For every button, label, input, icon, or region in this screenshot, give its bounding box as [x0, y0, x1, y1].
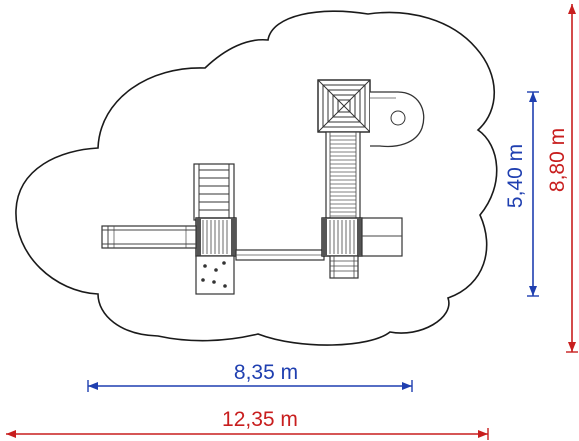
ramp-rungs: [330, 135, 356, 217]
right-tower-platform: [321, 217, 363, 257]
inner-height-label: 5,40 m: [504, 144, 527, 208]
side-panel: [361, 217, 403, 257]
climbing-wall: [195, 255, 235, 295]
right-steps: [329, 255, 359, 279]
outer-width-dimension: 12,35 m: [6, 408, 489, 440]
connecting-bridge: [235, 249, 325, 261]
outer-width-label: 12,35 m: [222, 408, 298, 431]
inner-width-dimension: 8,35 m: [87, 361, 413, 392]
tower-roof: [317, 79, 371, 133]
left-climbing-ladder: [193, 163, 235, 221]
left-slide: [101, 225, 197, 249]
safety-zone-outline: [15, 10, 498, 346]
tube-slide: [370, 91, 425, 148]
outer-height-dimension: 8,80 m: [546, 4, 578, 353]
outer-height-label: 8,80 m: [546, 128, 569, 192]
inner-height-dimension: 5,40 m: [504, 91, 539, 297]
inner-width-label: 8,35 m: [234, 361, 298, 384]
left-tower-platform: [195, 217, 237, 257]
